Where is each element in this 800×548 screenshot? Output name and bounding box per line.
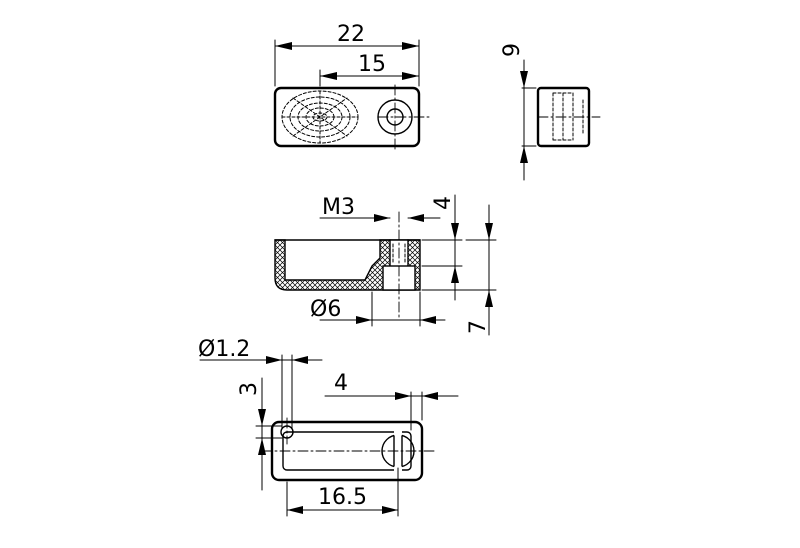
section-view: M3 4 7 Ø6: [274, 194, 497, 336]
dim-thread: M3: [322, 195, 355, 220]
dim-overall-length: 22: [337, 22, 365, 47]
dim-counterbore-depth: 4: [431, 196, 456, 210]
dim-pin-to-hole: 16.5: [318, 485, 367, 510]
top-view: 22 15: [273, 22, 431, 151]
dim-total-height: 7: [466, 320, 491, 334]
grip-texture: [281, 90, 359, 144]
bottom-view: Ø1.2 3 4 16.5: [198, 337, 459, 517]
dim-hole-offset: 15: [358, 52, 386, 77]
dim-height-side: 9: [500, 43, 525, 57]
dim-pin-diameter: Ø1.2: [198, 337, 250, 362]
dim-pin-offset-vertical: 3: [237, 382, 262, 396]
side-view: 9: [500, 43, 601, 181]
dim-slot-offset: 4: [334, 371, 348, 396]
dim-bore-diameter: Ø6: [310, 297, 341, 322]
